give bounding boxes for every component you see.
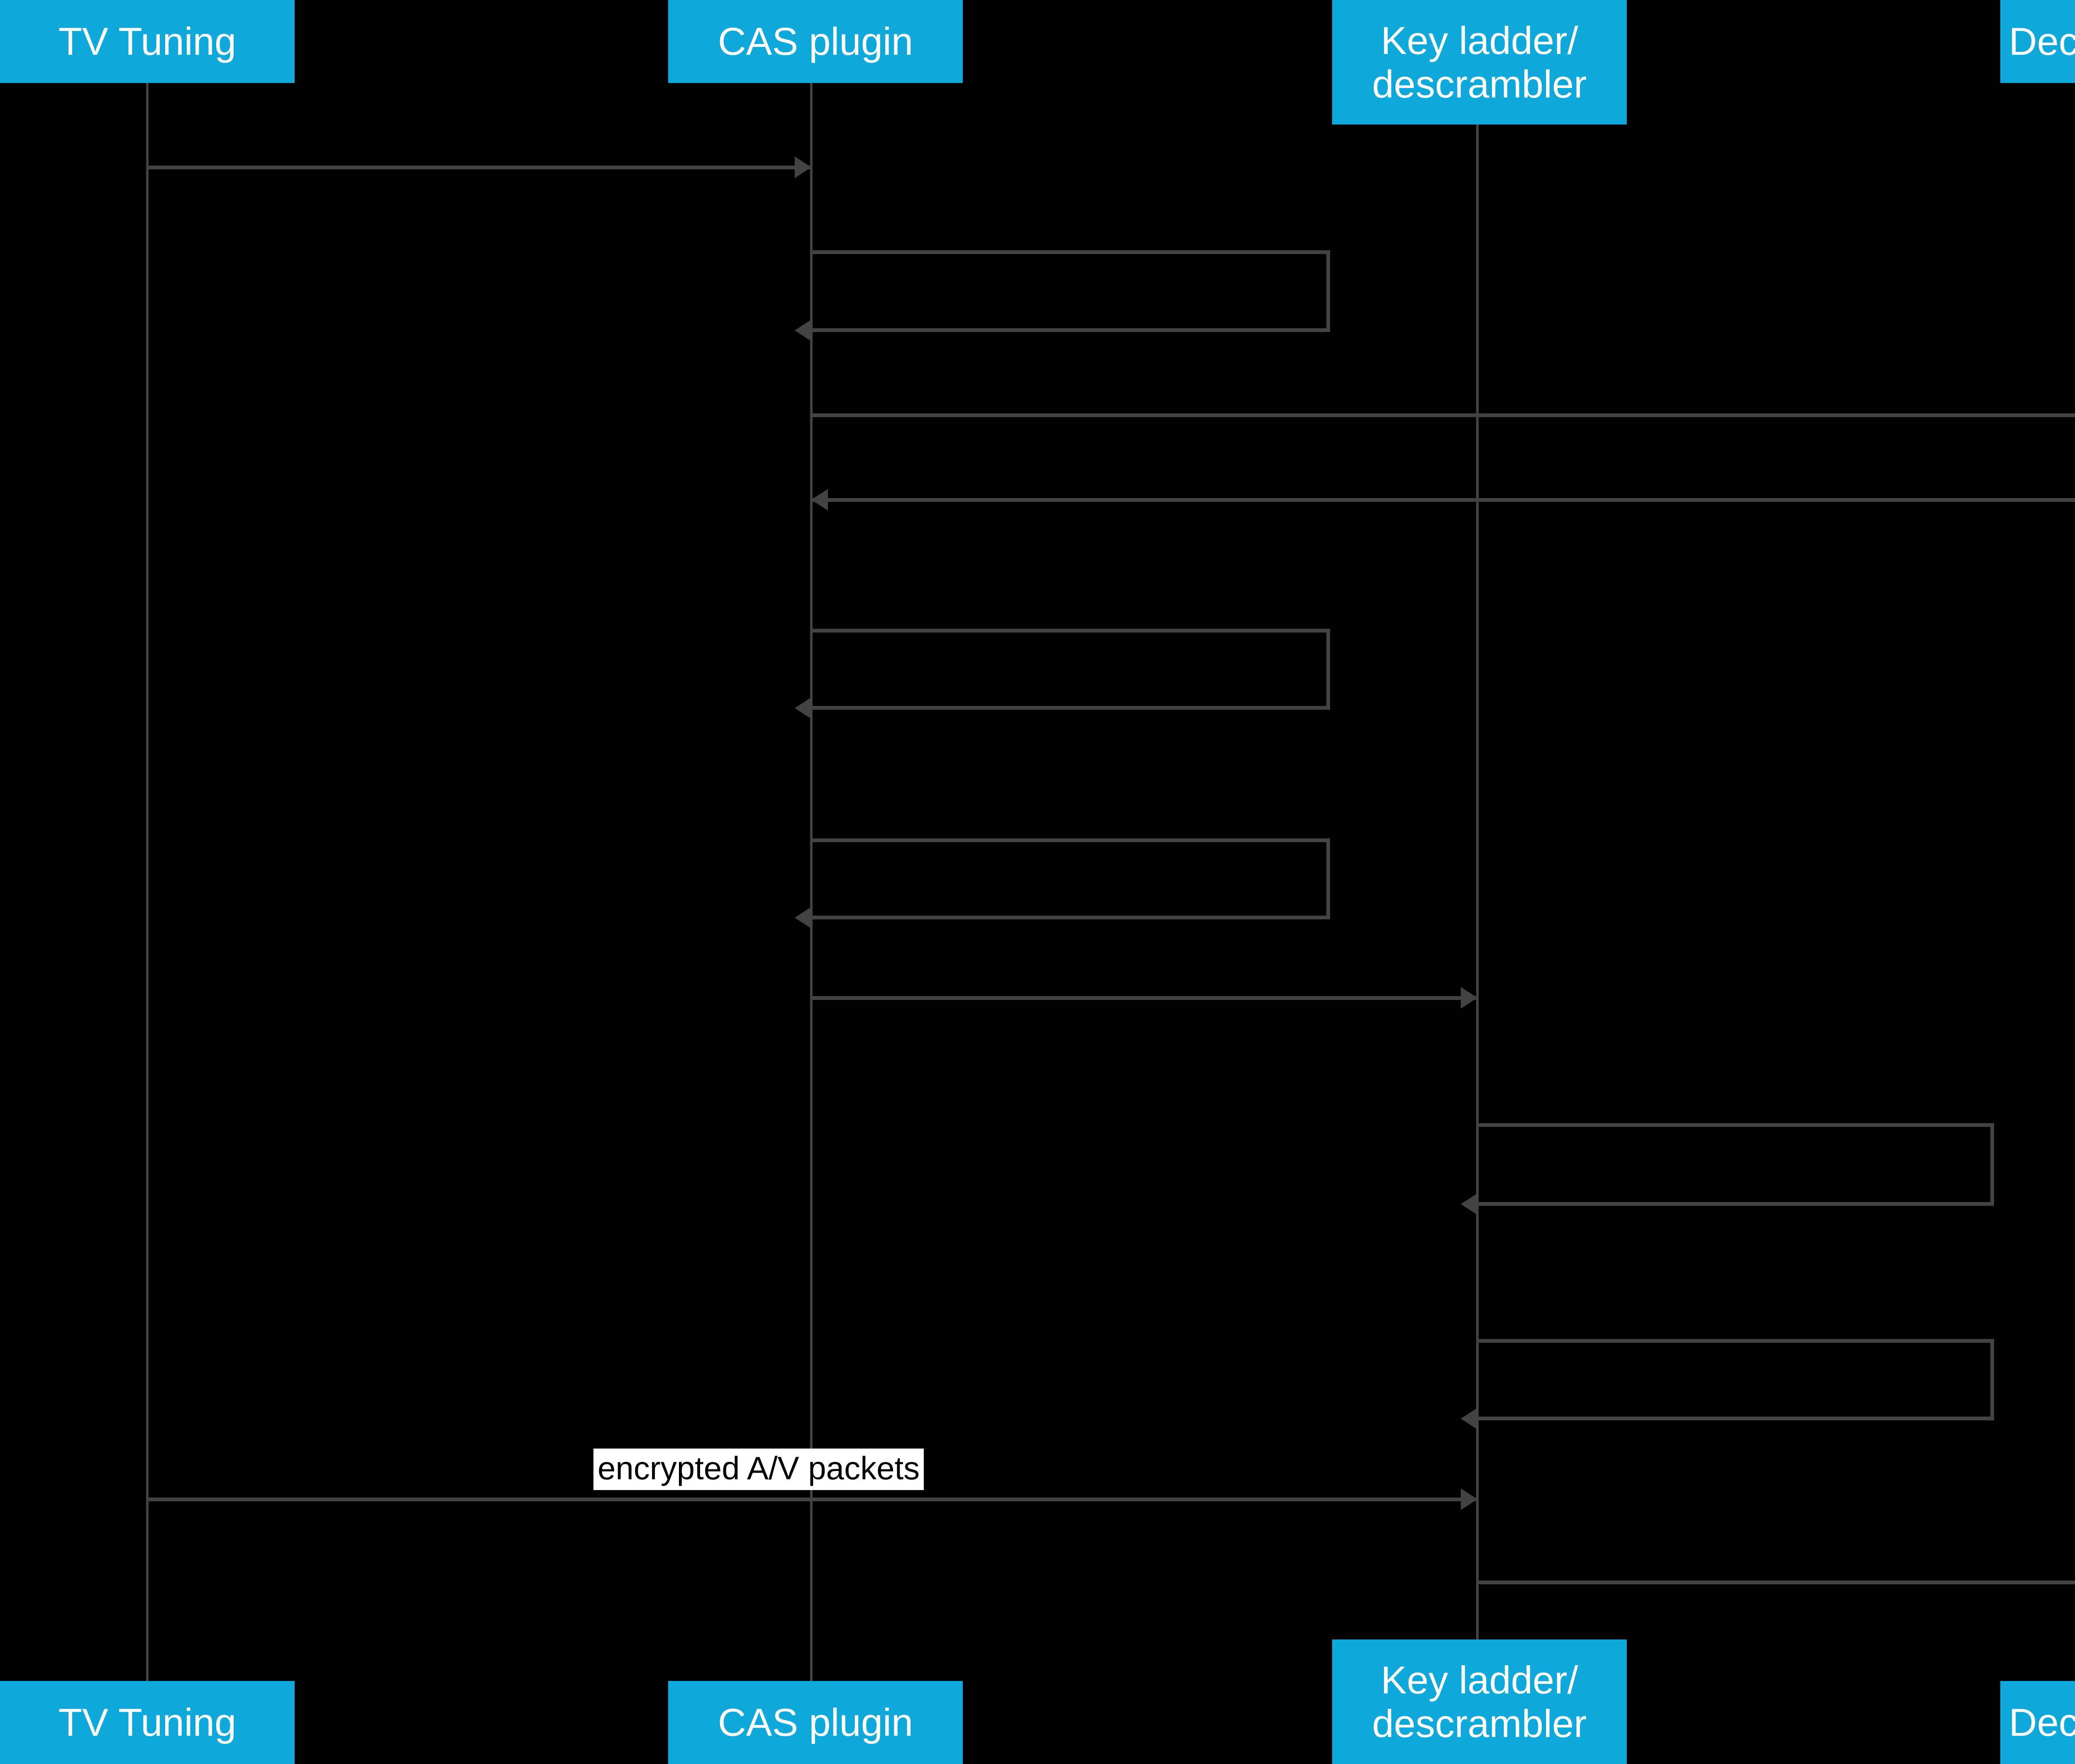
lifeline-cas-plugin xyxy=(810,83,813,1681)
participant-box-tv-tuning-footer[interactable]: TV Tuning xyxy=(0,1681,295,1764)
message-line-1 xyxy=(147,166,811,169)
arrowhead-message-4 xyxy=(811,489,828,511)
participant-label-tv-tuning-footer: TV Tuning xyxy=(58,1700,237,1744)
participant-box-key-ladder-descrambler-footer[interactable]: Key ladder/ descrambler xyxy=(1332,1639,1627,1764)
participant-box-tv-tuning-header[interactable]: TV Tuning xyxy=(0,0,295,83)
self-message-2 xyxy=(811,250,1330,332)
participant-box-decode-display-footer[interactable]: Decode, display xyxy=(2000,1681,2075,1764)
message-line-10 xyxy=(147,1498,1477,1501)
message-line-3 xyxy=(811,413,2075,417)
self-message-8 xyxy=(1477,1123,1994,1206)
message-line-4 xyxy=(811,498,2075,502)
participant-box-cas-plugin-header[interactable]: CAS plugin xyxy=(668,0,963,83)
message-line-7 xyxy=(811,996,1477,1000)
arrowhead-self-2 xyxy=(795,320,811,341)
arrowhead-message-1 xyxy=(795,156,811,178)
participant-label-cas-plugin-footer: CAS plugin xyxy=(718,1700,913,1744)
participant-label-tv-tuning-header: TV Tuning xyxy=(58,20,237,64)
participant-box-decode-display-header[interactable]: Decode, display xyxy=(2000,0,2075,83)
participant-label-decode-display-header: Decode, display xyxy=(2009,20,2075,64)
participant-box-key-ladder-descrambler-header[interactable]: Key ladder/ descrambler xyxy=(1332,0,1627,125)
participant-label-decode-display-footer: Decode, display xyxy=(2009,1700,2075,1744)
participant-label-key-ladder-descrambler-footer: Key ladder/ descrambler xyxy=(1372,1658,1587,1745)
self-message-6 xyxy=(811,838,1330,919)
message-line-11 xyxy=(1477,1581,2075,1584)
arrowhead-message-10 xyxy=(1461,1488,1477,1510)
arrowhead-self-5 xyxy=(795,697,811,719)
arrowhead-self-8 xyxy=(1461,1193,1477,1215)
self-message-5 xyxy=(811,629,1330,710)
participant-box-cas-plugin-footer[interactable]: CAS plugin xyxy=(668,1681,963,1764)
lifeline-key-ladder-descrambler xyxy=(1476,125,1479,1639)
message-label-10: encrypted A/V packets xyxy=(593,1449,924,1490)
lifeline-tv-tuning xyxy=(146,83,149,1681)
participant-label-key-ladder-descrambler-header: Key ladder/ descrambler xyxy=(1372,18,1587,106)
arrowhead-self-9 xyxy=(1461,1408,1477,1429)
arrowhead-message-7 xyxy=(1461,987,1477,1009)
self-message-9 xyxy=(1477,1339,1994,1420)
participant-label-cas-plugin-header: CAS plugin xyxy=(718,20,913,64)
arrowhead-self-6 xyxy=(795,907,811,928)
